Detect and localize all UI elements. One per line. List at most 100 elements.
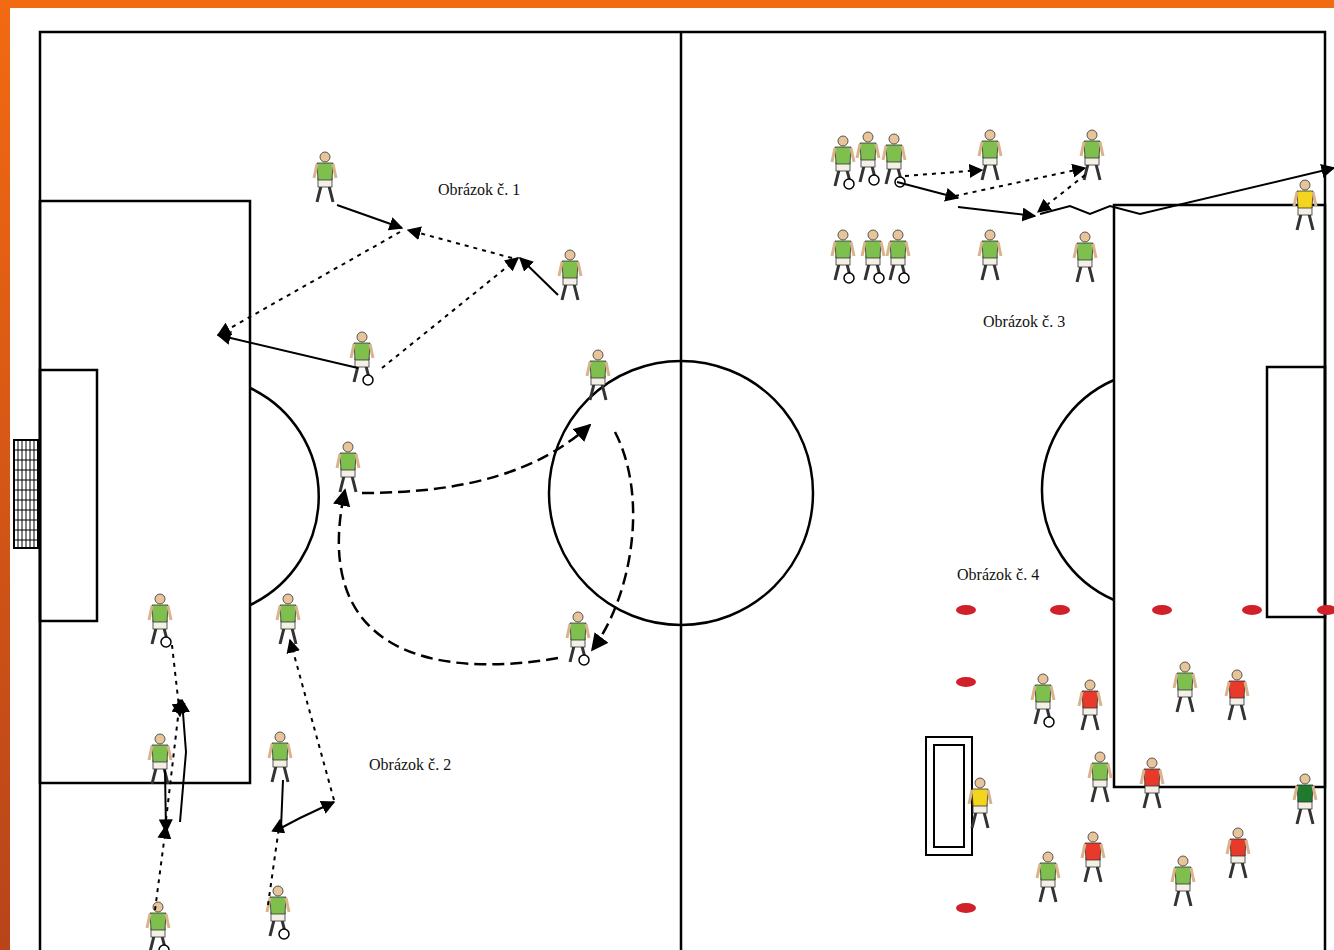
player-shirt <box>972 789 988 806</box>
player-head <box>1232 670 1242 680</box>
player-head <box>320 152 330 162</box>
player-legs <box>1144 792 1160 808</box>
player-head <box>1147 758 1157 768</box>
player-head <box>1095 752 1105 762</box>
player-shirt <box>1035 685 1051 702</box>
player-shirt <box>270 897 286 914</box>
player-arms <box>147 914 169 928</box>
player-head <box>1233 828 1243 838</box>
player-figure <box>1089 752 1111 802</box>
player-shirt <box>1297 785 1313 802</box>
cones <box>956 605 1334 913</box>
player-figure <box>277 594 299 644</box>
figure-caption: Obrázok č. 4 <box>955 566 1041 584</box>
player-legs <box>562 284 578 300</box>
player-figure <box>862 230 884 283</box>
player-head <box>573 612 583 622</box>
player-legs <box>1229 704 1245 720</box>
player-arms <box>1079 692 1101 706</box>
player-legs <box>1040 886 1056 902</box>
ball <box>869 175 879 185</box>
player-arms <box>149 606 171 620</box>
cone <box>1152 605 1172 615</box>
ball <box>159 945 169 950</box>
field <box>10 8 1334 950</box>
player-head <box>1043 852 1053 862</box>
player-head <box>985 230 995 240</box>
player-head <box>838 136 848 146</box>
player-shirt <box>152 605 168 622</box>
player-head <box>593 350 603 360</box>
player-shirt <box>835 241 851 258</box>
player-arms <box>277 606 299 620</box>
player-figure <box>1227 828 1249 878</box>
player-legs <box>1175 890 1191 906</box>
player-arms <box>559 262 581 276</box>
player-figure <box>337 442 359 492</box>
player-arms <box>883 146 905 160</box>
player-figure <box>1172 856 1194 906</box>
player-arms <box>969 790 991 804</box>
player-arms <box>832 242 854 256</box>
player-shirt <box>982 141 998 158</box>
player-head <box>565 250 575 260</box>
player-head <box>1080 232 1090 242</box>
player-arms <box>1174 674 1196 688</box>
player-arms <box>267 898 289 912</box>
player-shirt <box>865 241 881 258</box>
player-legs <box>982 264 998 280</box>
player-legs <box>1297 808 1313 824</box>
player-arms <box>979 242 1001 256</box>
player-arms <box>587 362 609 376</box>
player-shirt <box>982 241 998 258</box>
player-figure <box>567 612 589 665</box>
player-head <box>343 442 353 452</box>
ball <box>1044 717 1054 727</box>
player-arms <box>1032 686 1054 700</box>
player-shirt <box>570 623 586 640</box>
player-shirt <box>152 745 168 762</box>
player-shirt <box>890 241 906 258</box>
figure-caption: Obrázok č. 3 <box>981 313 1067 331</box>
player-figure <box>559 250 581 300</box>
player-figure <box>149 734 171 784</box>
player-arms <box>337 454 359 468</box>
player-head <box>1087 130 1097 140</box>
player-arms <box>1141 770 1163 784</box>
player-arms <box>979 142 1001 156</box>
ball <box>844 273 854 283</box>
player-shirt <box>1092 763 1108 780</box>
player-head <box>1300 774 1310 784</box>
player-figure <box>1082 832 1104 882</box>
player-figure <box>887 230 909 283</box>
ball <box>579 655 589 665</box>
player-legs <box>1092 786 1108 802</box>
player-head <box>1178 856 1188 866</box>
player-head <box>273 886 283 896</box>
player-shirt <box>886 145 902 162</box>
player-shirt <box>1084 141 1100 158</box>
player-figure <box>1294 774 1316 824</box>
player-head <box>868 230 878 240</box>
player-head <box>1088 832 1098 842</box>
player-legs <box>1085 866 1101 882</box>
player-arms <box>1074 244 1096 258</box>
player-figure <box>1141 758 1163 808</box>
run-arrows <box>165 168 1334 832</box>
player-figure <box>351 332 373 385</box>
player-shirt <box>272 743 288 760</box>
player-shirt <box>150 913 166 930</box>
player-arms <box>1172 868 1194 882</box>
player-head <box>863 132 873 142</box>
ball <box>844 179 854 189</box>
ball <box>363 375 373 385</box>
player-figure <box>1294 180 1316 230</box>
player-arms <box>1082 844 1104 858</box>
dribble-arrows <box>339 425 633 664</box>
player-figure <box>1032 674 1054 727</box>
player-head <box>283 594 293 604</box>
player-shirt <box>1040 863 1056 880</box>
player-figure <box>1226 670 1248 720</box>
